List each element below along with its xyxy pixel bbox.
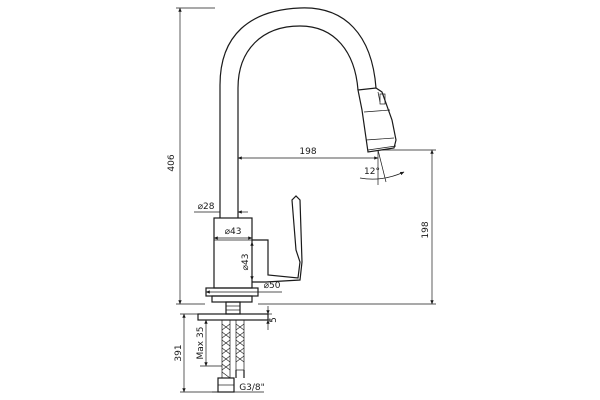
spray-head	[357, 87, 397, 153]
faucet-outline	[197, 7, 397, 393]
spray-head-seam	[363, 109, 391, 113]
overall-height-label: 406	[167, 154, 177, 171]
dimension-lines	[176, 7, 436, 393]
threaded-shank	[225, 301, 241, 315]
outlet-height-label: 198	[421, 221, 431, 238]
body-diameter-side-label: ⌀43	[241, 254, 251, 271]
spout-reach-label: 198	[299, 147, 316, 157]
spout-outer-edge	[219, 7, 377, 218]
mounting-plate	[197, 313, 269, 321]
base-ring	[211, 295, 253, 303]
spout-diameter-label: ⌀28	[198, 202, 215, 212]
max-deck-label: Max 35	[196, 327, 206, 360]
base-thickness-label: 5	[269, 317, 279, 323]
lever-handle	[252, 195, 303, 283]
spray-head-face	[365, 137, 395, 141]
dimension-labels: 406 198 12° 198 ⌀28 ⌀43 ⌀43 ⌀50 5 391 Ma…	[167, 147, 431, 393]
hose-thread-label: G3/8"	[239, 383, 265, 393]
spray-nozzle-outline	[367, 145, 397, 151]
spout-inner-edge	[237, 25, 359, 218]
hose-length-label: 391	[174, 344, 184, 361]
spout-angle-label: 12°	[364, 167, 380, 177]
body-diameter-top-label: ⌀43	[225, 227, 242, 237]
supply-hoses	[217, 319, 245, 393]
spray-head-button	[379, 93, 386, 105]
base-diameter-label: ⌀50	[264, 281, 281, 291]
